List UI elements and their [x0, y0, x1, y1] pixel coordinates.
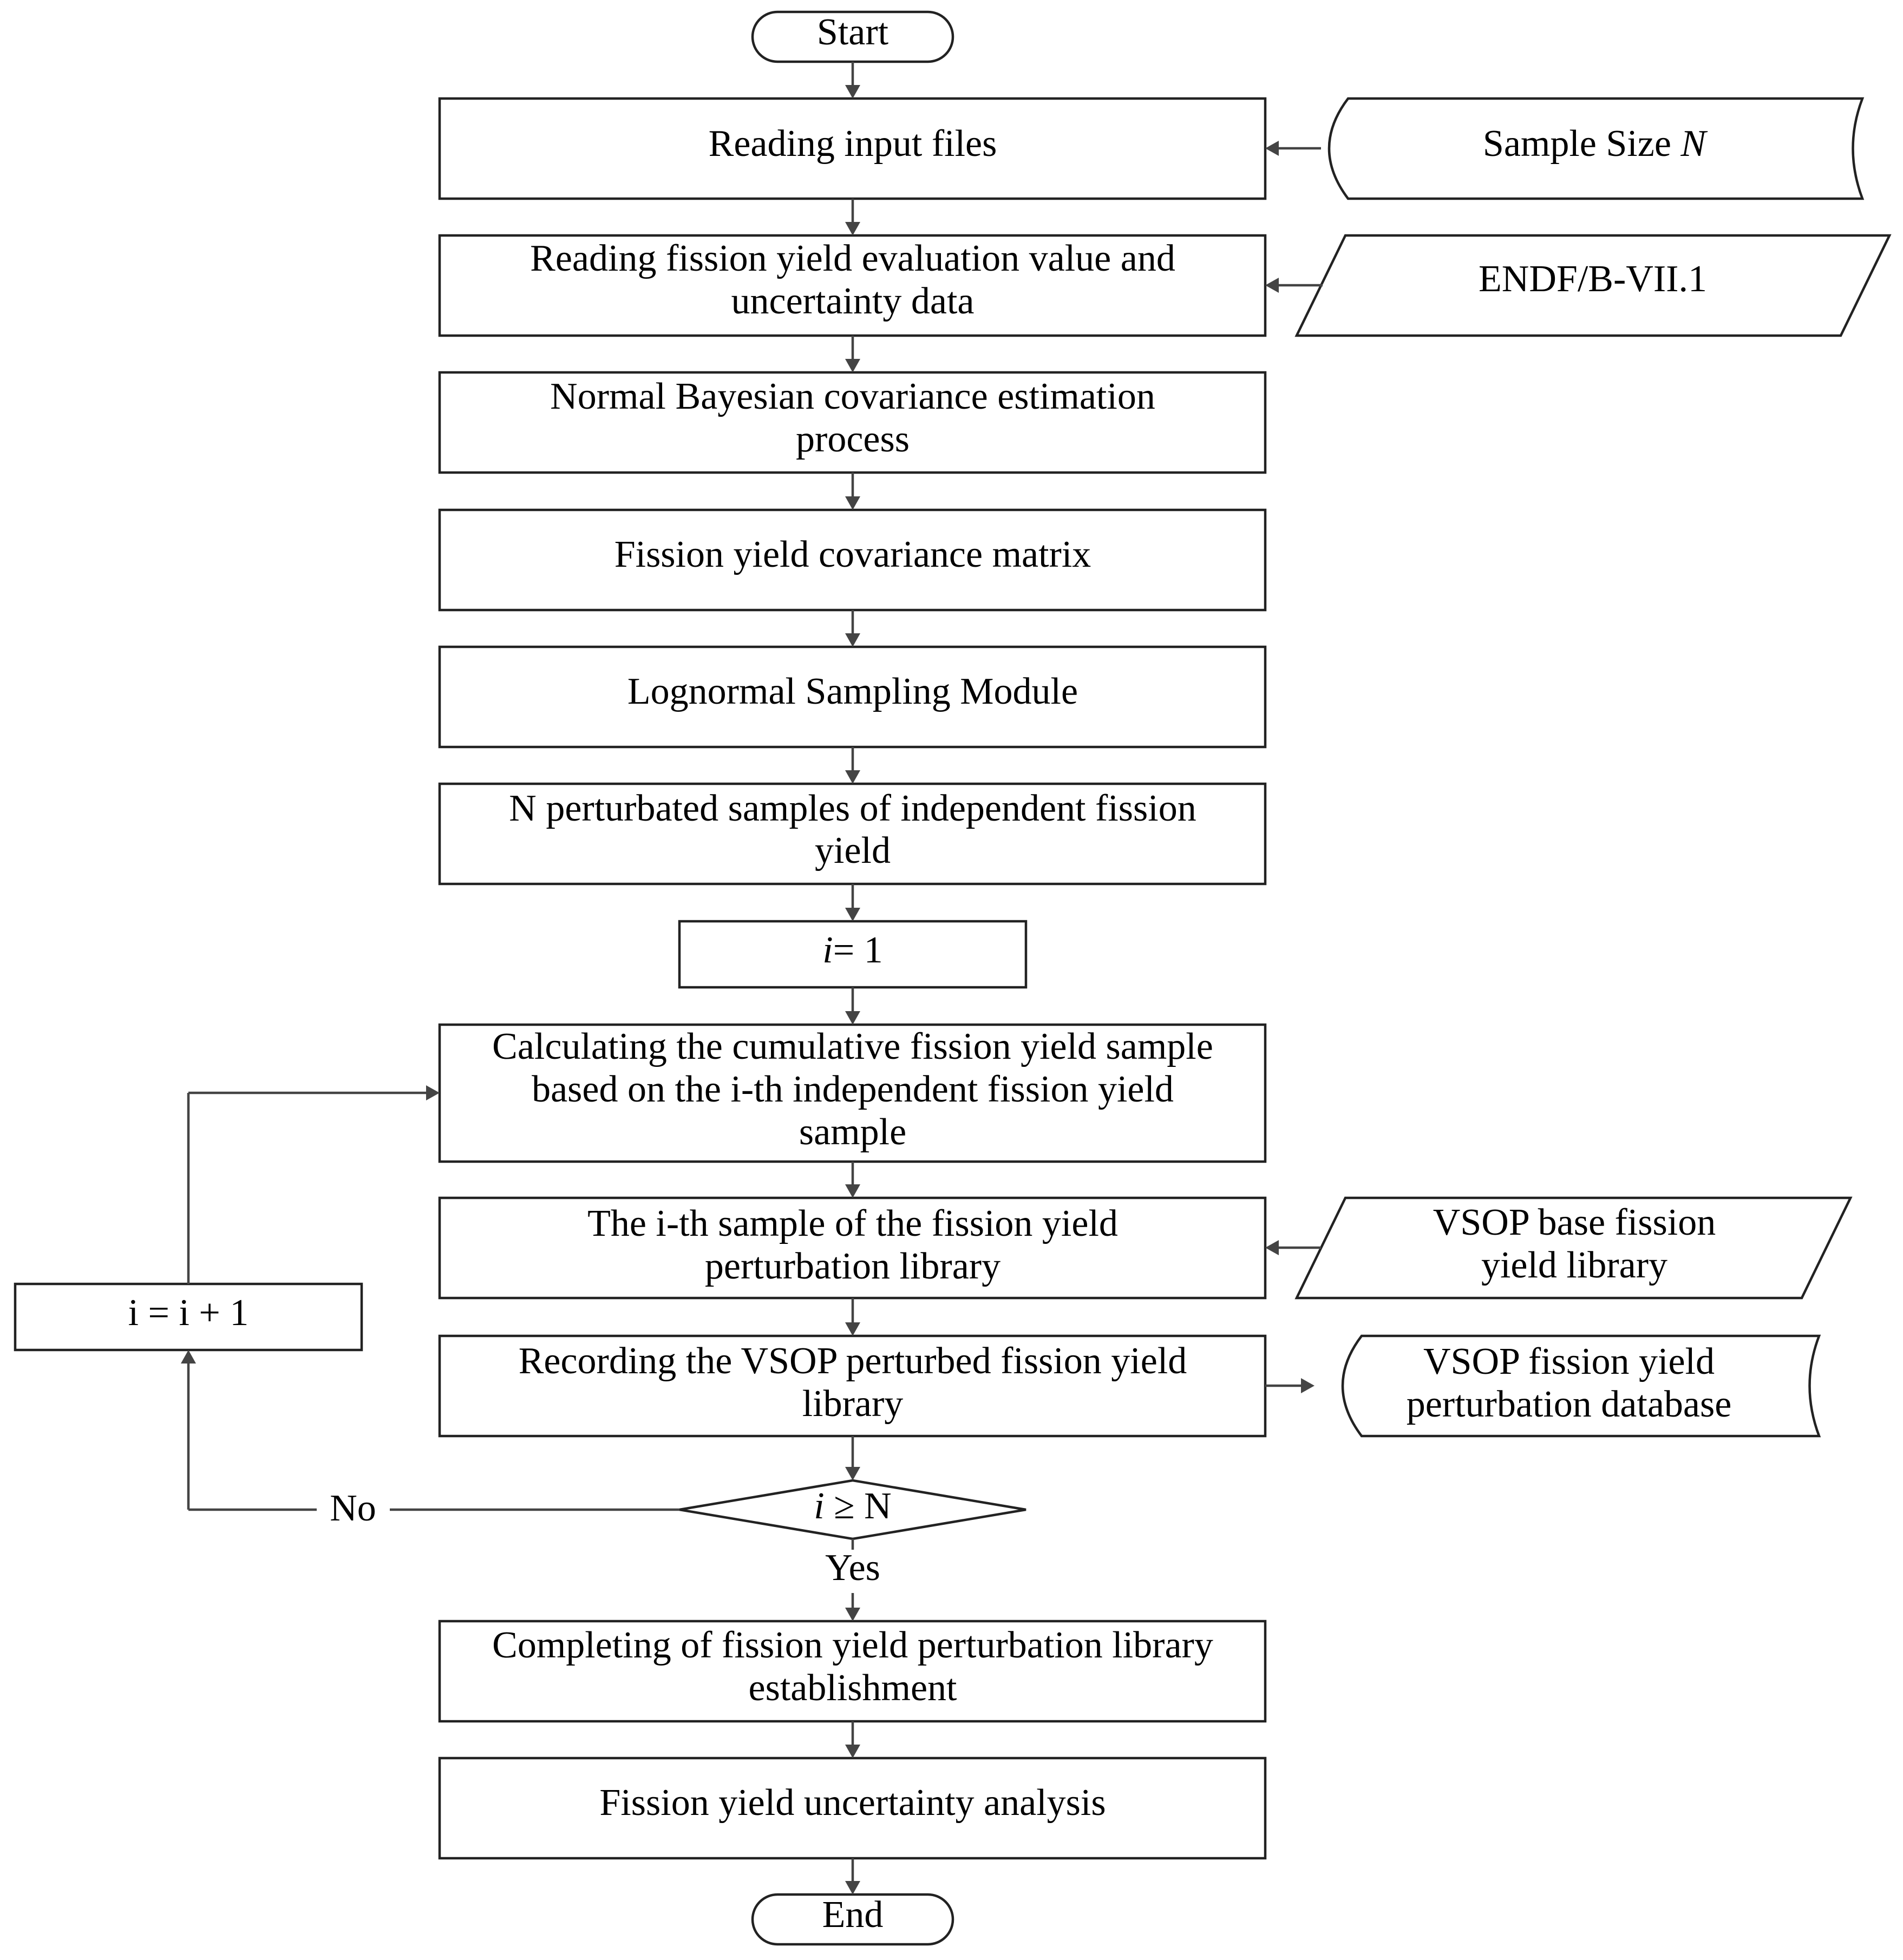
- bayes-box: [438, 371, 1267, 474]
- init-i-value: = 1: [833, 929, 883, 971]
- completing-label-line1: Completing of fission yield perturbation…: [492, 1624, 1213, 1666]
- decision-condition: ≥ N: [825, 1485, 892, 1527]
- recording-label-line1: Recording the VSOP perturbed fission yie…: [519, 1340, 1187, 1382]
- cumulative-label-line2: based on the i-th independent fission yi…: [532, 1069, 1174, 1110]
- read-fission-label-line1: Reading fission yield evaluation value a…: [530, 238, 1175, 279]
- ith-sample-label-line2: perturbation library: [705, 1246, 1000, 1287]
- lognormal-label: Lognormal Sampling Module: [627, 671, 1078, 712]
- cumulative-box: [438, 1023, 1267, 1163]
- ith-sample-label-line1: The i-th sample of the fission yield: [587, 1203, 1118, 1244]
- samples-box: [438, 782, 1267, 886]
- endf-input: [1294, 234, 1892, 337]
- increment-box: [14, 1282, 363, 1352]
- vsop-base-label-line1: VSOP base fission: [1433, 1202, 1716, 1243]
- start-label: Start: [817, 11, 889, 53]
- samples-label-line2: yield: [815, 830, 891, 871]
- sample-size-text: Sample Size: [1483, 123, 1680, 165]
- init-i-box: [678, 920, 1028, 989]
- uncertainty-label: Fission yield uncertainty analysis: [599, 1782, 1106, 1824]
- read-fission-label-line2: uncertainty data: [731, 280, 975, 322]
- cumulative-label-line3: sample: [799, 1111, 906, 1153]
- database-label-line2: perturbation database: [1407, 1384, 1732, 1425]
- samples-label-line1: N perturbated samples of independent fis…: [509, 788, 1196, 829]
- vsop-base-input: [1294, 1196, 1853, 1300]
- cumulative-label-line1: Calculating the cumulative fission yield…: [492, 1026, 1213, 1067]
- bayes-label-line2: process: [796, 418, 910, 460]
- sample-size-input: [1327, 97, 1865, 200]
- read-input-label: Reading input files: [709, 123, 997, 165]
- recording-box: [438, 1334, 1267, 1438]
- lognormal-box: [438, 645, 1267, 749]
- init-i-label: i= 1: [822, 929, 882, 971]
- endf-label: ENDF/B-VII.1: [1479, 258, 1707, 300]
- sample-size-label: Sample Size N: [1483, 123, 1708, 165]
- cov-matrix-label: Fission yield covariance matrix: [614, 534, 1091, 575]
- cov-matrix-box: [438, 508, 1267, 612]
- bayes-label-line1: Normal Bayesian covariance estimation: [550, 376, 1155, 417]
- end-label: End: [822, 1894, 884, 1936]
- increment-label: i = i + 1: [128, 1292, 249, 1334]
- vsop-base-label-line2: yield library: [1481, 1244, 1667, 1286]
- uncertainty-box: [438, 1756, 1267, 1860]
- decision-diamond: [679, 1479, 1026, 1541]
- decision-no-label: No: [330, 1487, 376, 1529]
- decision-var: i: [814, 1485, 824, 1527]
- completing-box: [438, 1620, 1267, 1723]
- decision-yes-label: Yes: [825, 1547, 880, 1589]
- init-i-var: i: [822, 929, 833, 971]
- database-label-line1: VSOP fission yield: [1423, 1341, 1715, 1382]
- read-fission-box: [438, 234, 1267, 337]
- sample-size-var: N: [1680, 123, 1708, 165]
- decision-label: i ≥ N: [814, 1485, 891, 1527]
- database-output: [1341, 1334, 1821, 1438]
- completing-label-line2: establishment: [749, 1667, 957, 1709]
- connectors: [181, 62, 1323, 1895]
- recording-label-line2: library: [802, 1383, 904, 1425]
